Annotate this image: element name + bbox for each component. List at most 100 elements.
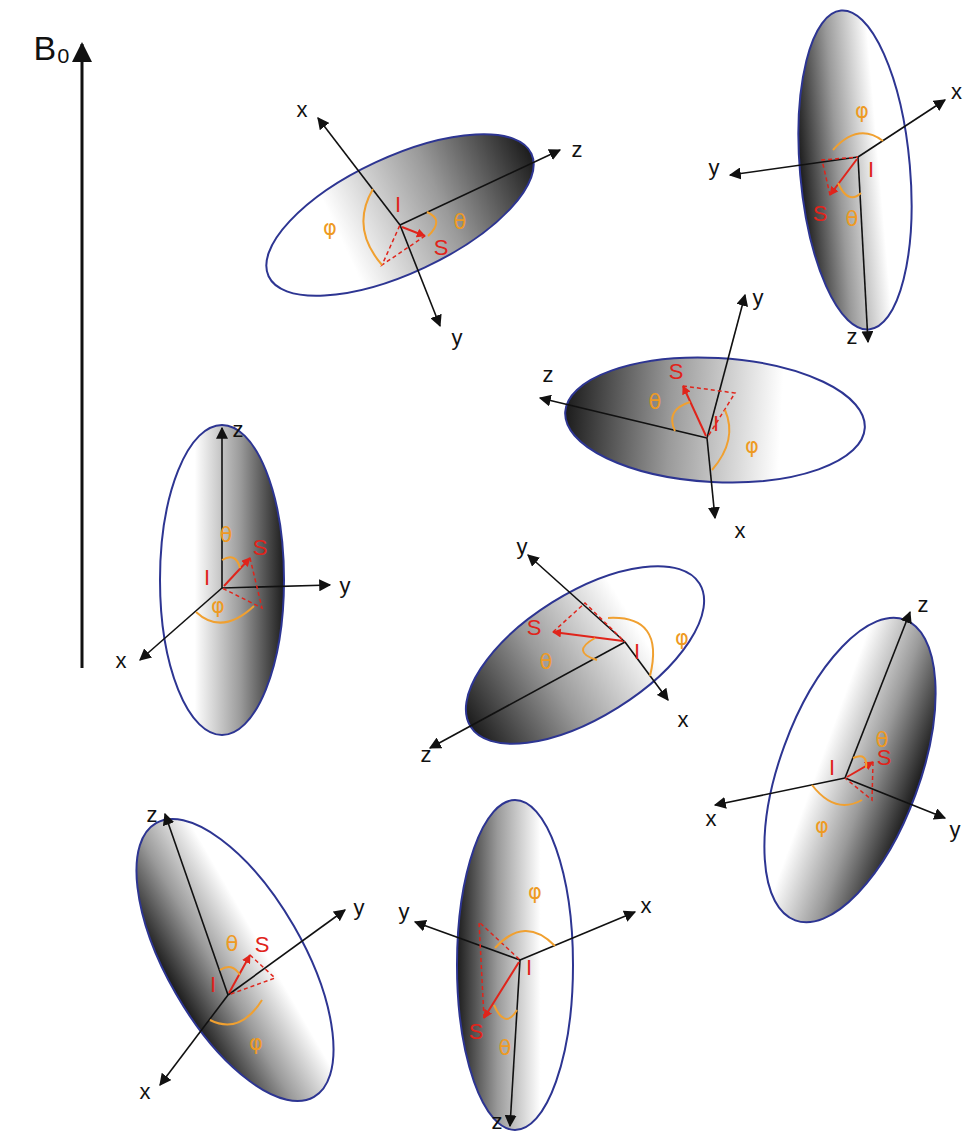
atom-label: S [434,237,449,259]
angle-label: φ [249,1033,263,1054]
axis-label: y [517,536,528,558]
ellipsoid-group [730,6,945,342]
axis-label: y [709,157,720,179]
axis-label: y [753,287,764,309]
axis-label: z [233,419,244,441]
angle-label: φ [323,218,337,239]
angle-label: θ [846,209,859,230]
ellipsoid [562,350,868,490]
atom-label: S [253,537,268,559]
angle-label: θ [649,392,662,413]
ellipsoid-group [715,596,966,945]
ellipsoid-group [97,789,373,1131]
angle-label: φ [855,101,869,122]
atom-label: I [868,159,874,181]
angle-label: θ [499,1038,512,1059]
axis-label: z [421,744,432,766]
axis-arrow [730,157,858,175]
atom-label: S [469,1021,484,1043]
axis-arrow [228,910,345,995]
atom-label: I [204,567,210,589]
axis-label: z [147,804,158,826]
angle-arc [210,1000,262,1025]
angle-arc [427,212,436,236]
angle-label: φ [528,882,542,903]
axis-label: x [116,650,127,672]
axis-arrow [858,157,868,342]
dashed-projection [479,922,520,1018]
ellipsoid-group [140,425,330,735]
ellipsoid [160,425,284,735]
axis-label: z [572,139,583,161]
ellipsoid [786,6,923,334]
axis-arrow [707,295,745,438]
axis-arrow [707,438,715,518]
atom-label: I [634,641,640,663]
axis-label: z [918,594,929,616]
angle-arc [495,931,555,948]
dashed-projection [553,603,625,642]
axis-arrow [140,588,222,660]
angle-label: θ [226,934,239,955]
ellipsoid [244,101,556,329]
angle-arc [222,557,240,568]
ellipsoid-group [430,531,732,779]
axis-arrow [318,118,400,225]
axis-label: z [492,1111,503,1133]
angle-arc [583,638,597,660]
dashed-projection [822,157,858,195]
field-label: B₀ [34,31,71,65]
axis-label: y [452,327,463,349]
angle-arc [712,410,729,470]
angle-label: θ [220,525,233,546]
angle-arc [494,1005,517,1019]
axis-arrow [625,642,668,700]
axis-arrow [165,814,228,995]
angle-label: φ [211,596,225,617]
axis-label: x [641,895,652,917]
axis-label: x [951,81,962,103]
ellipsoid [97,789,373,1131]
angle-label: φ [745,436,759,457]
axis-arrow [528,555,625,642]
atom-label: I [526,957,532,979]
axis-arrow [520,912,635,960]
angle-arc [812,785,862,805]
angle-arc [608,618,653,676]
angle-arc [833,133,883,150]
axis-arrow [540,398,707,438]
angle-arc [363,189,382,265]
bond-vector [484,962,519,1018]
axis-label: x [140,1081,151,1103]
field-arrow [81,44,84,668]
angle-label: φ [675,628,689,649]
atom-label: I [713,413,719,435]
angle-label: φ [815,816,829,837]
axis-label: x [678,709,689,731]
ellipsoid [438,531,733,779]
dashed-projection [683,386,735,438]
ellipsoid-group [244,101,560,329]
dashed-projection [222,558,262,608]
ellipsoid-group [415,800,635,1130]
axis-label: y [354,897,365,919]
angle-arc [196,606,254,623]
atom-label: I [210,974,216,996]
atom-label: S [255,934,270,956]
ellipsoid [729,596,966,945]
axis-arrow [510,960,520,1126]
axis-arrow [221,428,223,588]
axis-arrow [400,150,560,225]
angle-label: θ [540,652,553,673]
ellipsoid-group [540,295,868,518]
axis-arrow [845,612,910,778]
axis-arrow [430,642,625,748]
axis-arrow [222,585,330,588]
angle-label: θ [876,730,889,751]
axis-label: x [706,808,717,830]
dashed-projection [382,225,425,265]
angle-arc [838,183,861,197]
bond-vector [402,227,425,236]
